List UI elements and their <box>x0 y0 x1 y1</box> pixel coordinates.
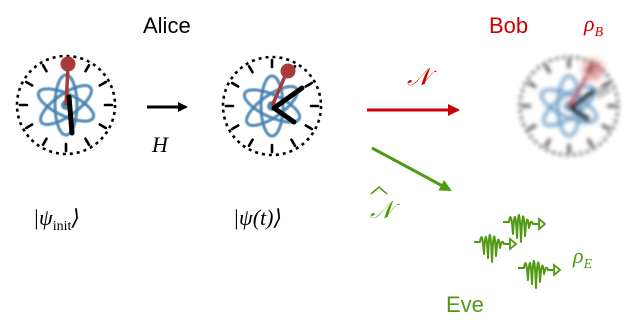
atomic-clock-blurred-icon <box>518 55 620 157</box>
eve-label: Eve <box>446 292 484 317</box>
clock-hand-black <box>66 94 75 136</box>
psi-init-close: ⟩ <box>70 205 80 230</box>
bob-label: Bob <box>489 13 528 38</box>
blurred-hand-ball <box>583 60 603 80</box>
atomic-clock-initial-icon <box>15 54 117 156</box>
clock-hand-black <box>271 85 305 125</box>
channel-label: 𝒩 <box>407 65 437 91</box>
atomic-clock-evolved-icon <box>221 55 323 157</box>
psi-init-base: |ψ <box>33 205 53 230</box>
clock-hand-red <box>64 66 70 106</box>
wave-packet-icon <box>473 233 517 263</box>
rho-e-label: ρE <box>572 243 593 272</box>
rho-e-base: ρ <box>572 243 584 268</box>
complementary-channel-arrow <box>371 146 452 192</box>
psi-init-label: |ψinit⟩ <box>33 205 80 234</box>
eve-wave-packets <box>473 213 561 289</box>
wave-packet-icon <box>517 259 561 289</box>
rho-b-label: ρB <box>583 11 604 40</box>
alice-label: Alice <box>143 13 191 38</box>
rho-b-sub: B <box>595 25 604 40</box>
blurred-hand-tip <box>593 82 613 100</box>
complementary-channel-label: 𝒩 <box>370 186 400 224</box>
clock-hand-ball <box>60 56 76 72</box>
hadamard-label: H <box>151 132 169 157</box>
rho-e-sub: E <box>583 257 593 272</box>
clock-hand-red <box>270 73 288 107</box>
rho-b-base: ρ <box>583 11 595 36</box>
psi-init-sub: init <box>53 219 72 234</box>
complementary-channel-symbol: 𝒩 <box>370 198 400 224</box>
psi-t-label: |ψ(t)⟩ <box>233 205 282 230</box>
clock-hand-ball <box>280 63 296 79</box>
